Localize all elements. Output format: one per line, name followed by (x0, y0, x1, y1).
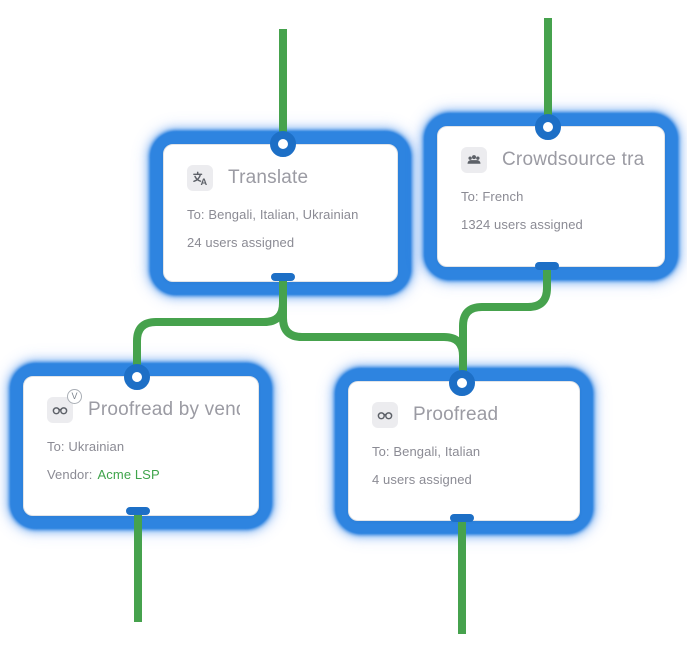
vendor-badge: V (67, 389, 82, 404)
node-header: A Translate (187, 165, 379, 191)
node-header: Crowdsource tra… (461, 147, 646, 173)
input-connector-proofread-vendor[interactable] (124, 364, 150, 390)
node-target-languages: To: Ukrainian (47, 439, 125, 454)
crowdsource-icon (461, 147, 487, 173)
node-target-languages: To: Bengali, Italian, Ukrainian (187, 207, 359, 222)
node-users-assigned: 1324 users assigned (461, 217, 583, 232)
node-proofread-by-vendor[interactable]: V Proofread by vendor To: Ukrainian Vend… (23, 376, 259, 516)
proofread-by-vendor-icon: V (47, 389, 82, 423)
node-crowdsource[interactable]: Crowdsource tra… To: French 1324 users a… (437, 126, 665, 267)
input-connector-crowdsource[interactable] (535, 114, 561, 140)
output-connector-proofread[interactable] (450, 514, 474, 522)
node-vendor-line: Vendor: Acme LSP (47, 466, 240, 483)
node-title: Proofread (413, 404, 499, 425)
input-connector-translate[interactable] (270, 131, 296, 157)
node-header: Proofread (372, 402, 561, 428)
node-title: Proofread by vendor (88, 399, 240, 420)
node-header: V Proofread by vendor (47, 389, 240, 423)
node-title: Translate (228, 167, 309, 188)
node-translate[interactable]: A Translate To: Bengali, Italian, Ukrain… (163, 144, 398, 282)
node-users-assigned: 4 users assigned (372, 472, 472, 487)
svg-text:A: A (200, 177, 207, 187)
node-proofread[interactable]: Proofread To: Bengali, Italian 4 users a… (348, 381, 580, 521)
output-connector-translate[interactable] (271, 273, 295, 281)
node-target-languages: To: French (461, 189, 524, 204)
output-connector-proofread-vendor[interactable] (126, 507, 150, 515)
input-connector-proofread[interactable] (449, 370, 475, 396)
node-target-languages: To: Bengali, Italian (372, 444, 481, 459)
vendor-label: Vendor: (47, 467, 93, 482)
vendor-name[interactable]: Acme LSP (97, 467, 160, 482)
output-connector-crowdsource[interactable] (535, 262, 559, 270)
connector-line (459, 263, 551, 380)
proofread-icon (372, 402, 398, 428)
node-users-assigned: 24 users assigned (187, 235, 295, 250)
node-title: Crowdsource tra… (502, 149, 646, 170)
translate-icon: A (187, 165, 213, 191)
